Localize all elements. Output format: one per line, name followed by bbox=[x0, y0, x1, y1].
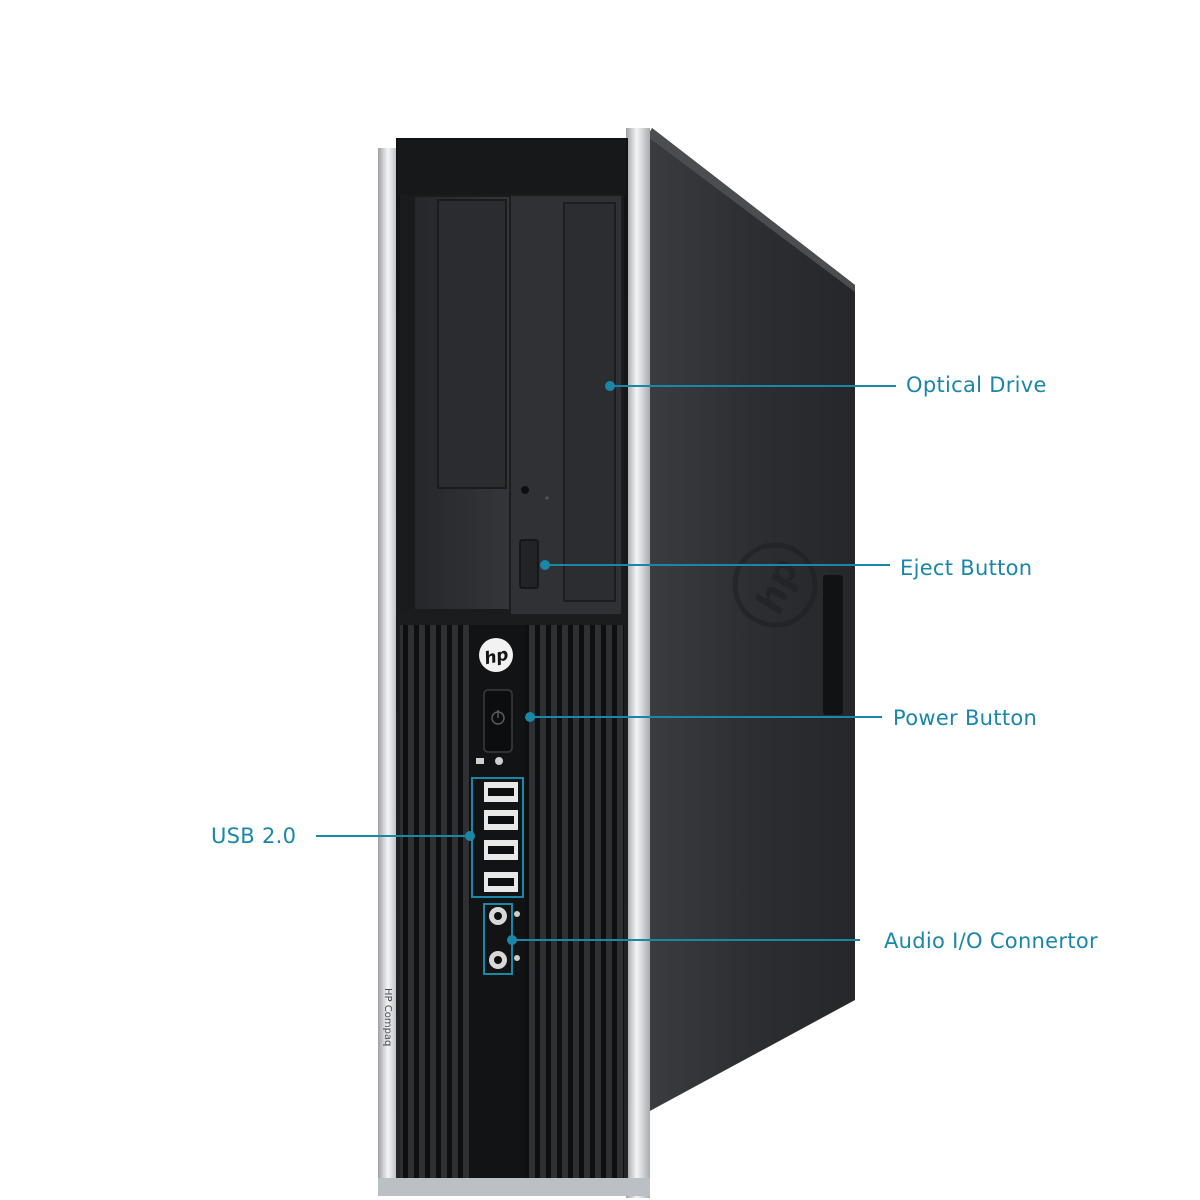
side-brand-text: HP Compaq bbox=[382, 988, 393, 1046]
svg-text:hp: hp bbox=[482, 645, 510, 670]
power-button-label: Power Button bbox=[893, 706, 1038, 730]
top-cap bbox=[398, 140, 626, 195]
usb-label: USB 2.0 bbox=[211, 824, 297, 848]
drive-led bbox=[521, 486, 529, 494]
eject-button-label: Eject Button bbox=[900, 556, 1033, 580]
optical-drive-label: Optical Drive bbox=[906, 373, 1047, 397]
side-panel: hp bbox=[648, 128, 855, 1112]
usb-ports bbox=[484, 782, 518, 892]
callout-lines bbox=[316, 381, 896, 945]
side-handle bbox=[823, 575, 843, 715]
audio-label: Audio I/O Connertor bbox=[884, 929, 1098, 953]
drive-bay-area bbox=[400, 194, 624, 616]
hp-front-logo: hp bbox=[479, 638, 513, 672]
activity-led-icons bbox=[476, 757, 503, 765]
power-button bbox=[483, 689, 513, 753]
left-trim bbox=[378, 148, 400, 1194]
audio-jacks bbox=[489, 907, 520, 969]
right-trim bbox=[626, 128, 650, 1198]
optical-drive-tray bbox=[563, 202, 616, 602]
eject-button bbox=[519, 539, 539, 589]
base bbox=[378, 1178, 650, 1196]
